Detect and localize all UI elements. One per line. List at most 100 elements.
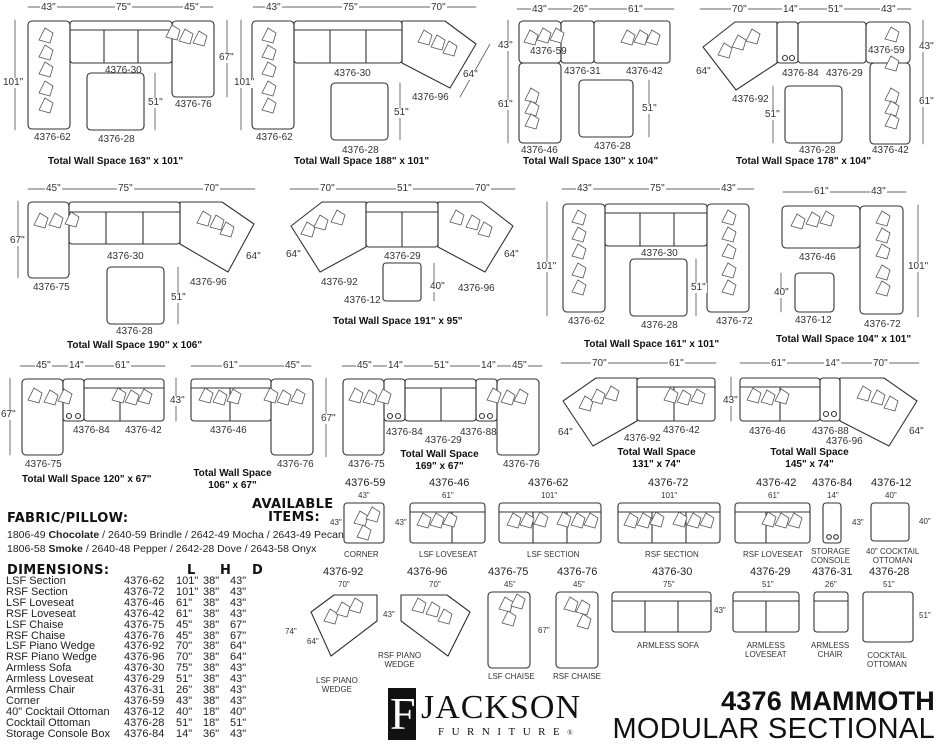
config-7-height-1: 101" bbox=[535, 261, 558, 272]
item-width: 70" bbox=[428, 580, 442, 589]
config-3-height-3: 51" bbox=[641, 103, 658, 114]
item-width: 101" bbox=[660, 491, 679, 500]
config-5-height-2: 51" bbox=[170, 292, 187, 303]
config-5-piece: 4376-28 bbox=[116, 326, 153, 337]
dimension-sku: 4376-84 bbox=[124, 727, 165, 740]
item-caption: CORNER bbox=[344, 550, 379, 559]
dimension-h: 38" bbox=[203, 575, 220, 587]
config-4-width-1: 70" bbox=[731, 4, 748, 15]
config-7-piece: 4376-62 bbox=[568, 316, 605, 327]
dimension-name: LSF Section bbox=[6, 575, 66, 587]
config-1-width-1: 43" bbox=[40, 2, 57, 13]
config-1-height-1: 101" bbox=[2, 77, 25, 88]
dimension-d: 43" bbox=[230, 607, 247, 620]
config-3-piece: 4376-42 bbox=[626, 66, 663, 77]
item-sku: 4376-72 bbox=[648, 477, 689, 489]
config-13-piece: 4376-96 bbox=[826, 436, 863, 447]
item-sku: 4376-42 bbox=[756, 477, 797, 489]
dimension-sku: 4376-96 bbox=[124, 651, 165, 664]
config-6-height-3: 64" bbox=[503, 249, 520, 260]
config-9-height-1: 67" bbox=[0, 409, 17, 420]
config-6-piece: 4376-12 bbox=[344, 295, 381, 306]
config-9-drawing bbox=[9, 365, 177, 456]
config-1-height-4: 51" bbox=[147, 97, 164, 108]
item-depth: 43" bbox=[851, 518, 865, 527]
config-5-piece: 4376-96 bbox=[190, 277, 227, 288]
config-12-width-1: 70" bbox=[591, 358, 608, 369]
dimension-sku: 4376-30 bbox=[124, 662, 165, 675]
config-3-total-wall-space: Total Wall Space 130" x 104" bbox=[523, 156, 659, 167]
config-6-piece: 4376-96 bbox=[458, 283, 495, 294]
dimension-d: 64" bbox=[230, 651, 247, 664]
logo-monogram-letter: F bbox=[390, 688, 416, 739]
dimension-name: RSF Chaise bbox=[6, 629, 66, 642]
dimension-d: 43" bbox=[230, 575, 247, 587]
item-caption: RSF SECTION bbox=[645, 550, 699, 559]
config-9-piece: 4376-84 bbox=[73, 425, 110, 436]
dimension-name: LSF Chaise bbox=[6, 618, 64, 631]
config-12-height-1: 64" bbox=[557, 427, 574, 438]
fabric-line-1: 1806-49 Chocolate / 2640-59 Brindle / 26… bbox=[7, 529, 344, 541]
config-2-width-1: 43" bbox=[265, 2, 282, 13]
item-width: 43" bbox=[357, 491, 371, 500]
dimension-l: 45" bbox=[176, 629, 193, 642]
config-2-piece: 4376-62 bbox=[256, 132, 293, 143]
config-1-width-3: 45" bbox=[183, 2, 200, 13]
config-13-piece: 4376-88 bbox=[812, 426, 849, 437]
item-sku: 4376-84 bbox=[812, 477, 853, 489]
config-10-width-1: 61" bbox=[222, 360, 239, 371]
available-items-drawings bbox=[310, 502, 914, 669]
config-4-total-wall-space: Total Wall Space 178" x 104" bbox=[736, 156, 872, 167]
config-8-piece: 4376-12 bbox=[795, 315, 832, 326]
item-depth: 43" bbox=[382, 610, 396, 619]
dimension-h: 38" bbox=[203, 585, 220, 598]
config-5-height-1: 67" bbox=[9, 235, 26, 246]
dimension-l: 40" bbox=[176, 705, 193, 718]
item-caption: ARMLESS SOFA bbox=[637, 641, 699, 650]
config-6-width-3: 70" bbox=[474, 183, 491, 194]
item-caption: RSF CHAISE bbox=[553, 672, 602, 681]
dimension-name: RSF Piano Wedge bbox=[6, 651, 97, 664]
product-subtitle: MODULAR SECTIONAL bbox=[612, 713, 935, 745]
dimension-h: 38" bbox=[203, 684, 220, 697]
dimension-sku: 4376-59 bbox=[124, 694, 165, 707]
dimension-d: 51" bbox=[230, 716, 247, 729]
item-caption: LSF LOVESEAT bbox=[419, 550, 478, 559]
item-depth: 51" bbox=[918, 611, 932, 620]
dimension-d: 40" bbox=[230, 705, 247, 718]
dimension-l: 70" bbox=[176, 640, 193, 653]
item-width: 75" bbox=[662, 580, 676, 589]
config-13-height-2: 64" bbox=[908, 426, 925, 437]
config-6-piece: 4376-29 bbox=[384, 251, 421, 262]
dimension-l: 101" bbox=[176, 585, 199, 598]
dimension-name: Armless Sofa bbox=[6, 662, 72, 675]
dimension-l: 14" bbox=[176, 727, 193, 740]
config-7-total-wall-space: Total Wall Space 161" x 101" bbox=[584, 339, 720, 350]
item-width: 40" bbox=[884, 491, 898, 500]
dimension-d: 43" bbox=[230, 684, 247, 697]
config-13-width-3: 70" bbox=[872, 358, 889, 369]
config-13-piece: 4376-46 bbox=[749, 426, 786, 437]
config-11-piece: 4376-84 bbox=[386, 427, 423, 438]
item-width: 51" bbox=[761, 580, 775, 589]
config-6-total-wall-space: Total Wall Space 191" x 95" bbox=[333, 316, 463, 327]
config-6-height-2: 40" bbox=[429, 281, 446, 292]
item-sku: 4376-30 bbox=[652, 566, 693, 578]
dimension-sku: 4376-29 bbox=[124, 673, 165, 686]
config-7-width-1: 43" bbox=[576, 183, 593, 194]
dimension-sku: 4376-28 bbox=[124, 716, 165, 729]
dimension-h: 38" bbox=[203, 662, 220, 675]
item-sku: 4376-46 bbox=[429, 477, 470, 489]
